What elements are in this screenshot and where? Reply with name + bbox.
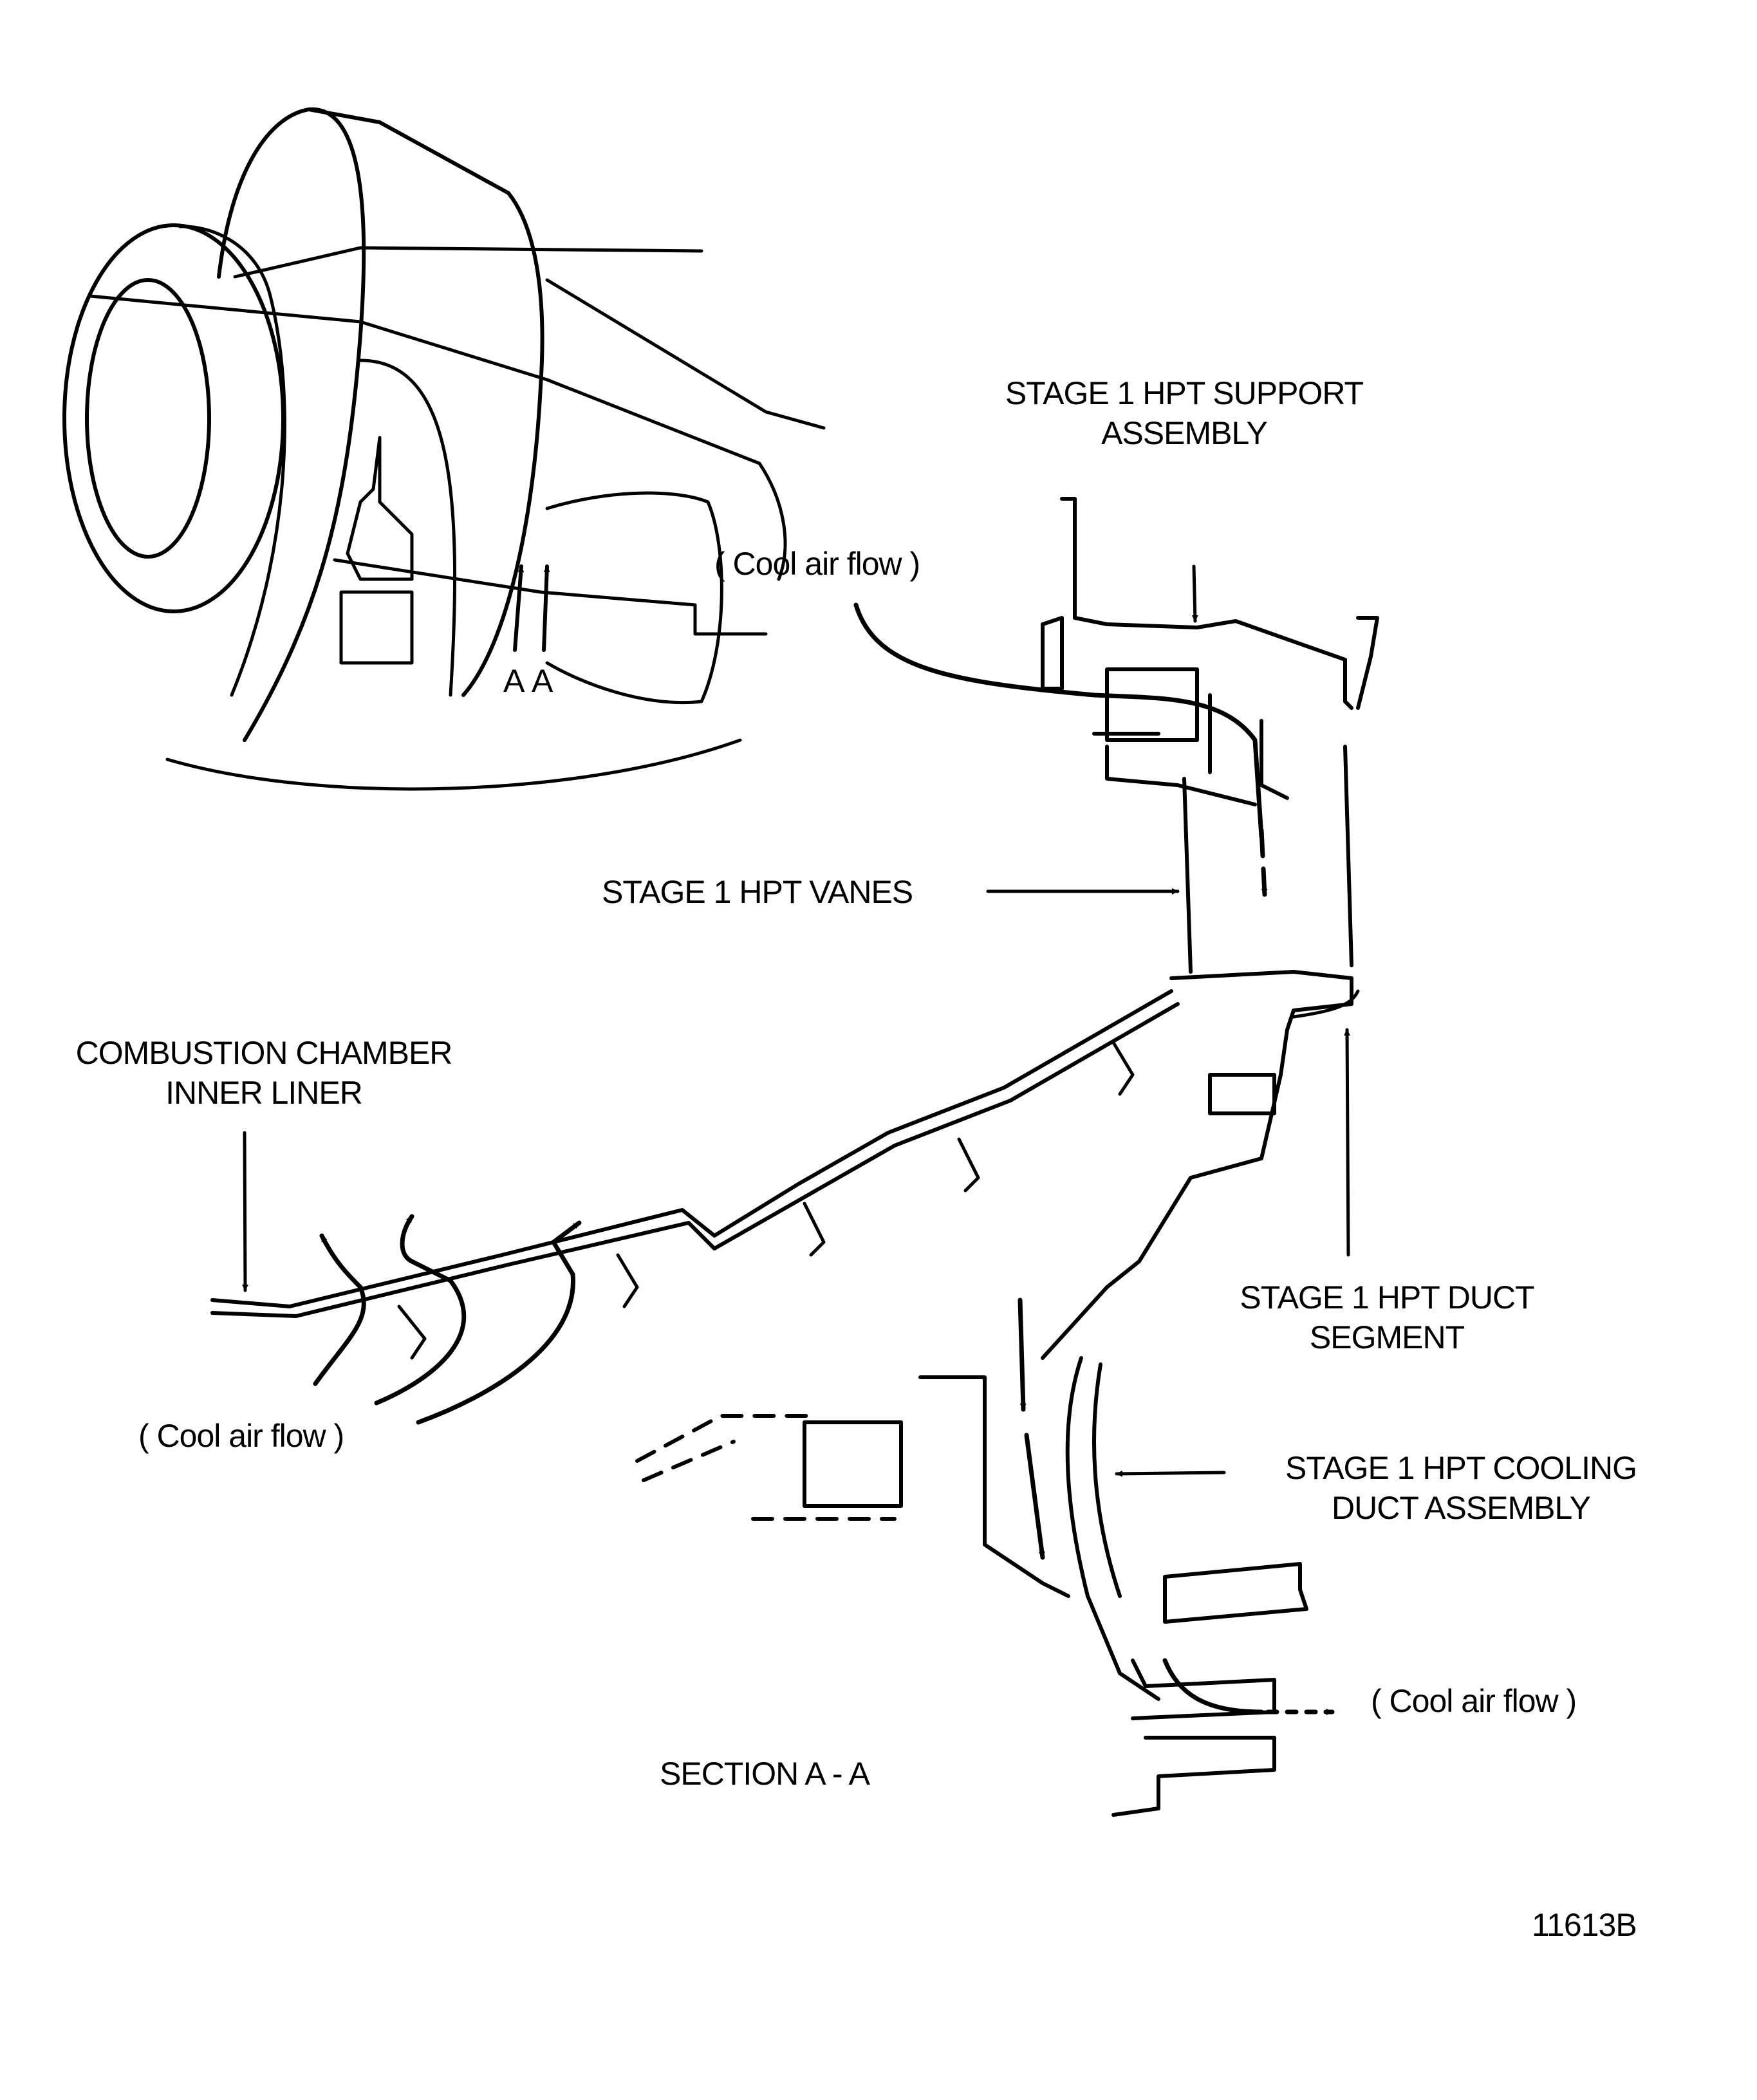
leader-cooling-duct bbox=[1115, 1470, 1226, 1477]
duct-flow-arrow-upper bbox=[1018, 1297, 1027, 1412]
section-arrow-left bbox=[513, 564, 525, 652]
inlet-lip bbox=[178, 225, 286, 697]
leader-duct-segment bbox=[1344, 1028, 1351, 1257]
label-support-assembly: STAGE 1 HPT SUPPORT ASSEMBLY bbox=[978, 373, 1390, 453]
leader-support-assembly bbox=[1191, 564, 1198, 623]
section-cut-line bbox=[333, 558, 768, 636]
cooling-duct-outlet-upper bbox=[1163, 1562, 1308, 1624]
left-flow-arrow-1 bbox=[313, 1233, 366, 1386]
fan-cowl-outline bbox=[307, 107, 544, 697]
vane-walls bbox=[1182, 745, 1353, 974]
label-inner-liner: COMBUSTION CHAMBER INNER LINER bbox=[32, 1033, 496, 1113]
top-flow-path bbox=[853, 602, 1264, 839]
label-cooling-duct: STAGE 1 HPT COOLING DUCT ASSEMBLY bbox=[1236, 1448, 1686, 1528]
accessory-bottle bbox=[346, 436, 414, 581]
support-flange bbox=[1041, 616, 1064, 691]
label-support-assembly-line1: STAGE 1 HPT SUPPORT bbox=[1005, 375, 1364, 411]
nacelle-mid-line bbox=[88, 294, 787, 581]
cooling-duct-flange bbox=[918, 1375, 1070, 1598]
label-duct-segment: STAGE 1 HPT DUCT SEGMENT bbox=[1194, 1278, 1580, 1357]
cooling-duct-outlet-lower bbox=[1111, 1659, 1276, 1817]
inlet-outer-ring bbox=[62, 223, 285, 613]
label-support-assembly-line2: ASSEMBLY bbox=[1101, 415, 1268, 451]
label-inner-liner-line1: COMBUSTION CHAMBER bbox=[75, 1035, 453, 1071]
section-arrow-right bbox=[542, 564, 550, 652]
label-cool-air-right: ( Cool air flow ) bbox=[1371, 1683, 1577, 1719]
inlet-inner-ring bbox=[85, 278, 211, 559]
leader-lines bbox=[241, 564, 1351, 1477]
cooling-duct-walls bbox=[1065, 1356, 1160, 1701]
label-duct-segment-line1: STAGE 1 HPT DUCT bbox=[1240, 1279, 1534, 1315]
inner-liner-wall-inner bbox=[210, 1002, 1180, 1318]
support-lower-lip bbox=[1092, 732, 1257, 806]
top-flow-arrow bbox=[1259, 828, 1268, 897]
section-mark-a-right: A bbox=[532, 663, 553, 699]
nacelle-bottom-line bbox=[165, 738, 742, 791]
section-title: SECTION A - A bbox=[660, 1756, 870, 1792]
label-inner-liner-line2: INNER LINER bbox=[165, 1075, 363, 1111]
section-marks: A A bbox=[503, 663, 553, 699]
duct-segment-outline bbox=[1041, 970, 1353, 1360]
fan-cowl-front bbox=[217, 107, 366, 742]
liner-studs bbox=[397, 1041, 1135, 1360]
nacelle-top-line bbox=[233, 246, 703, 279]
support-assembly-outline bbox=[1060, 497, 1353, 710]
label-duct-segment-line2: SEGMENT bbox=[1309, 1319, 1465, 1355]
label-cool-air-left: ( Cool air flow ) bbox=[138, 1418, 344, 1454]
core-case bbox=[358, 358, 457, 697]
section-mark-a-left: A bbox=[503, 663, 525, 699]
engine-inset-illustration bbox=[62, 107, 826, 791]
cooling-duct-bolt bbox=[803, 1420, 903, 1508]
label-vanes: STAGE 1 HPT VANES bbox=[602, 874, 913, 910]
left-flow-arrow-3 bbox=[416, 1220, 582, 1425]
duct-segment-bolt bbox=[1208, 1073, 1276, 1115]
label-cool-air-top: ( Cool air flow ) bbox=[714, 546, 920, 582]
adjacent-part-phantom-top bbox=[635, 1414, 813, 1482]
section-aa-drawing bbox=[210, 497, 1379, 1817]
nacelle-upper-right bbox=[545, 278, 826, 430]
support-bolt-block bbox=[1105, 667, 1199, 742]
label-cooling-duct-line1: STAGE 1 HPT COOLING bbox=[1285, 1450, 1637, 1486]
turbine-case bbox=[545, 491, 723, 705]
figure-number: 11613B bbox=[1532, 1907, 1637, 1943]
duct-segment-hook bbox=[1292, 989, 1360, 1019]
support-tab bbox=[1356, 616, 1379, 710]
cool-air-flow-arrows bbox=[313, 602, 1335, 1715]
left-flow-arrow-2 bbox=[374, 1214, 467, 1406]
duct-flow-arrow-lower bbox=[1024, 1433, 1045, 1560]
label-cooling-duct-line2: DUCT ASSEMBLY bbox=[1332, 1490, 1591, 1526]
outlet-flow-path bbox=[1162, 1658, 1264, 1714]
gearbox-block bbox=[339, 590, 414, 665]
